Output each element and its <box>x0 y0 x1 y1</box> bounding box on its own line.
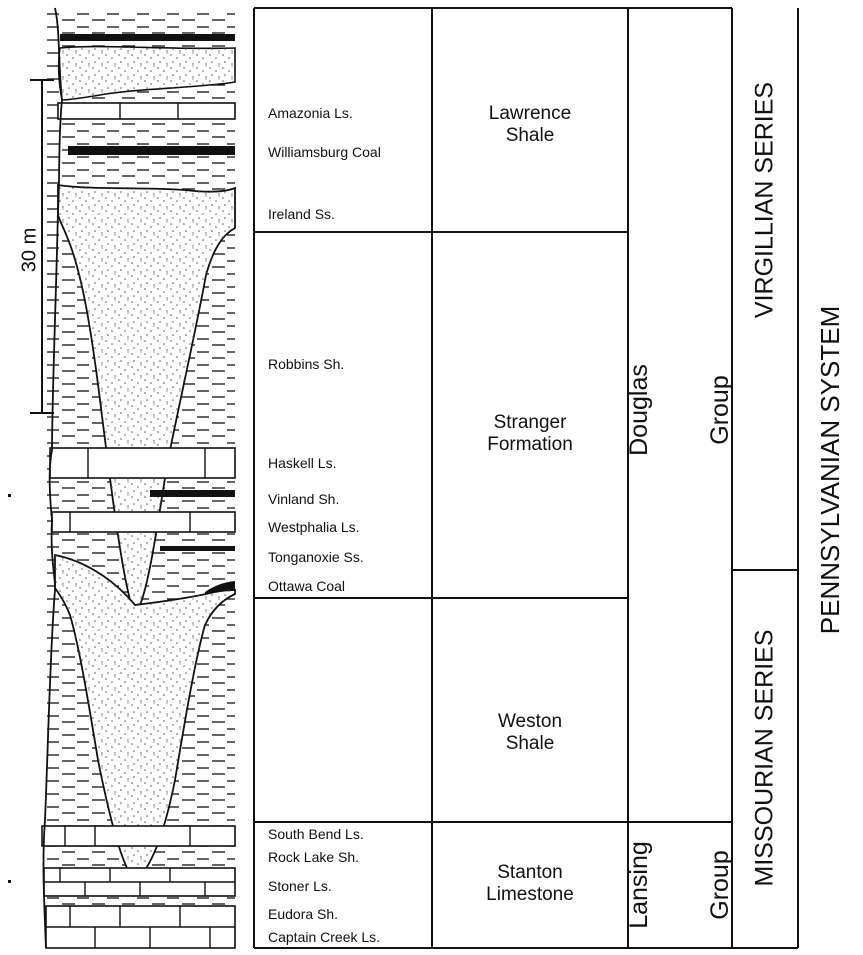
formation-line: Shale <box>432 125 628 147</box>
group-line: Group <box>707 841 734 929</box>
member-westphalia: Westphalia Ls. <box>268 520 360 534</box>
vinland-coal-streak <box>150 490 235 497</box>
member-eudora: Eudora Sh. <box>268 907 338 921</box>
group-line: Group <box>707 364 734 456</box>
series-virgillian: VIRGILLIAN SERIES <box>753 82 778 318</box>
member-captain-creek: Captain Creek Ls. <box>268 930 380 944</box>
member-williamsburg: Williamsburg Coal <box>268 145 381 159</box>
group-line: Douglas <box>626 364 653 456</box>
formation-lawrence: Lawrence Shale <box>432 103 628 147</box>
member-vinland: Vinland Sh. <box>268 492 339 506</box>
formation-weston: Weston Shale <box>432 711 628 755</box>
member-amazonia: Amazonia Ls. <box>268 106 353 120</box>
stoner-limestone-band <box>44 868 235 896</box>
scale-label: 30 m <box>19 228 42 272</box>
formation-line: Weston <box>432 711 628 733</box>
series-missourian: MISSOURIAN SERIES <box>753 630 778 887</box>
formation-line: Shale <box>432 733 628 755</box>
amazonia-limestone-band <box>58 103 235 119</box>
member-ireland: Ireland Ss. <box>268 207 335 221</box>
tick-mark <box>8 494 11 497</box>
member-robbins: Robbins Sh. <box>268 357 344 371</box>
tick-mark <box>8 880 11 883</box>
member-stoner: Stoner Ls. <box>268 879 332 893</box>
group-line: Lansing <box>626 841 653 929</box>
member-rock-lake: Rock Lake Sh. <box>268 850 359 864</box>
formation-line: Lawrence <box>432 103 628 125</box>
member-tonganoxie: Tonganoxie Ss. <box>268 550 364 564</box>
system-pennsylvanian: PENNSYLVANIAN SYSTEM <box>817 306 843 634</box>
coal-streak-lower <box>160 546 235 551</box>
westphalia-limestone-band <box>52 512 235 532</box>
member-ottawa: Ottawa Coal <box>268 579 345 593</box>
williamsburg-coal-bed <box>68 146 235 155</box>
haskell-limestone-band <box>50 448 235 478</box>
member-south-bend: South Bend Ls. <box>268 827 364 841</box>
group-douglas: Douglas Group <box>572 364 788 456</box>
south-bend-limestone-band <box>42 826 235 846</box>
captain-creek-limestone-band <box>46 906 235 948</box>
member-haskell: Haskell Ls. <box>268 456 336 470</box>
coal-bed-top <box>60 34 235 41</box>
